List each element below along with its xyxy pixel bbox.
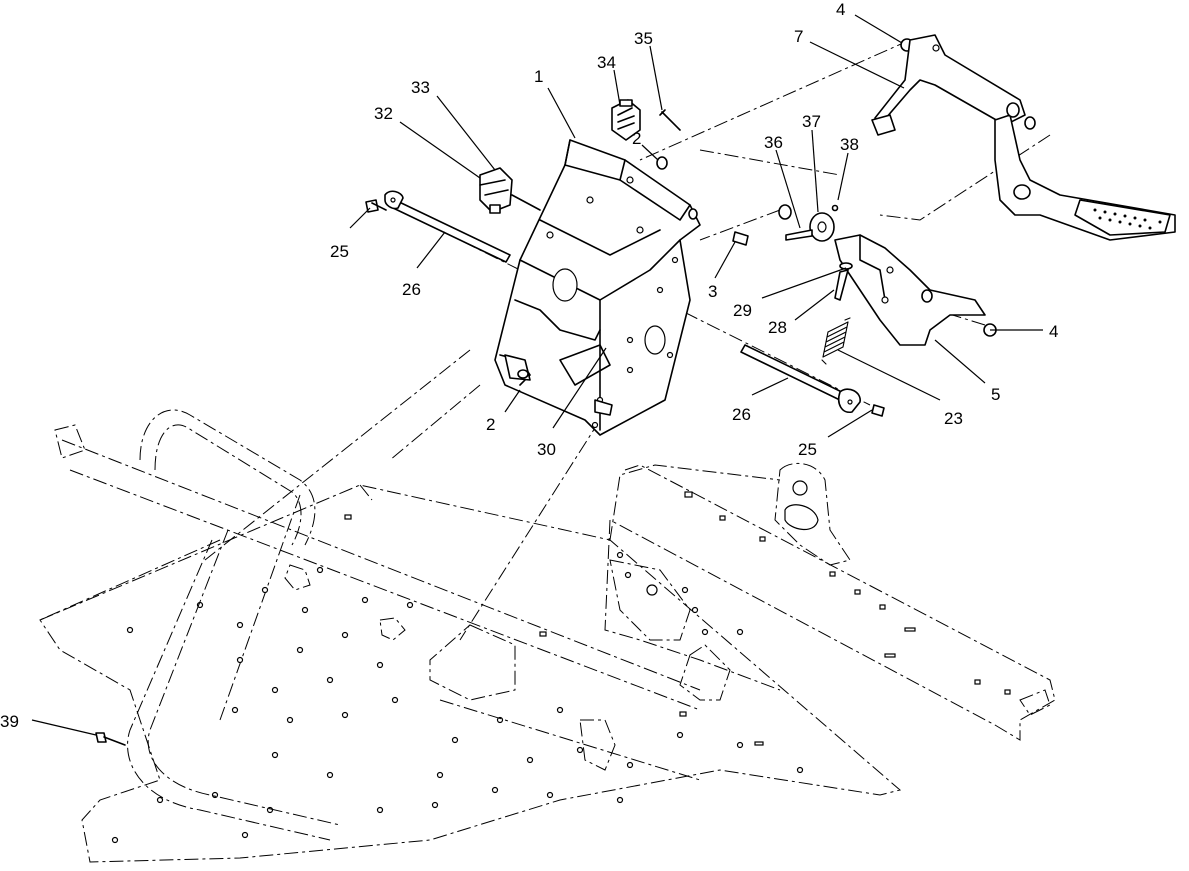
callout-33: 33 <box>411 78 430 97</box>
callout-37: 37 <box>802 112 821 131</box>
callout-3: 3 <box>708 282 717 301</box>
tube-frame <box>54 409 701 841</box>
callout-2-bottom: 2 <box>486 415 495 434</box>
bolt-right <box>871 404 885 417</box>
callout-30: 30 <box>537 440 556 459</box>
switch-assembly <box>479 167 541 214</box>
bushings <box>517 38 997 379</box>
connector-pin <box>659 109 681 131</box>
sensor-pin <box>95 732 126 746</box>
pivot-shaft-left <box>384 190 511 263</box>
callout-4-right: 4 <box>1049 322 1058 341</box>
callout-29: 29 <box>733 301 752 320</box>
callout-labels: 1 2 2 3 4 4 5 7 23 25 25 26 26 28 29 30 … <box>0 0 1058 731</box>
callout-25-right: 25 <box>798 440 817 459</box>
leader-lines <box>31 14 1043 736</box>
washer-29 <box>839 262 853 270</box>
callout-25-left: 25 <box>330 242 349 261</box>
pivot-shaft-right <box>740 344 861 414</box>
callout-39: 39 <box>0 712 19 731</box>
callout-36: 36 <box>764 133 783 152</box>
floor-pan-holes <box>111 514 804 844</box>
callout-5: 5 <box>991 385 1000 404</box>
pedal-mount-bracket <box>494 139 701 436</box>
callout-28: 28 <box>768 318 787 337</box>
floor-pan <box>39 464 902 863</box>
callout-4-top: 4 <box>836 0 845 19</box>
bolt-28 <box>834 269 849 301</box>
callout-23: 23 <box>944 409 963 428</box>
return-spring <box>821 317 851 365</box>
harness-connector <box>611 99 641 141</box>
callout-1: 1 <box>534 67 543 86</box>
frame-channel <box>604 462 1056 741</box>
callout-35: 35 <box>634 29 653 48</box>
callout-2-top: 2 <box>632 129 641 148</box>
traction-pedal <box>834 234 986 346</box>
cam-hub <box>785 212 835 242</box>
callout-32: 32 <box>374 104 393 123</box>
brake-pedal <box>871 34 1176 241</box>
callout-26-left: 26 <box>402 280 421 299</box>
assembly-lines <box>39 39 1051 721</box>
callout-34: 34 <box>597 53 616 72</box>
bolt-left <box>365 199 387 213</box>
callout-26-right: 26 <box>732 405 751 424</box>
ball-detent <box>831 204 839 212</box>
callout-38: 38 <box>840 135 859 154</box>
callout-7: 7 <box>794 27 803 46</box>
